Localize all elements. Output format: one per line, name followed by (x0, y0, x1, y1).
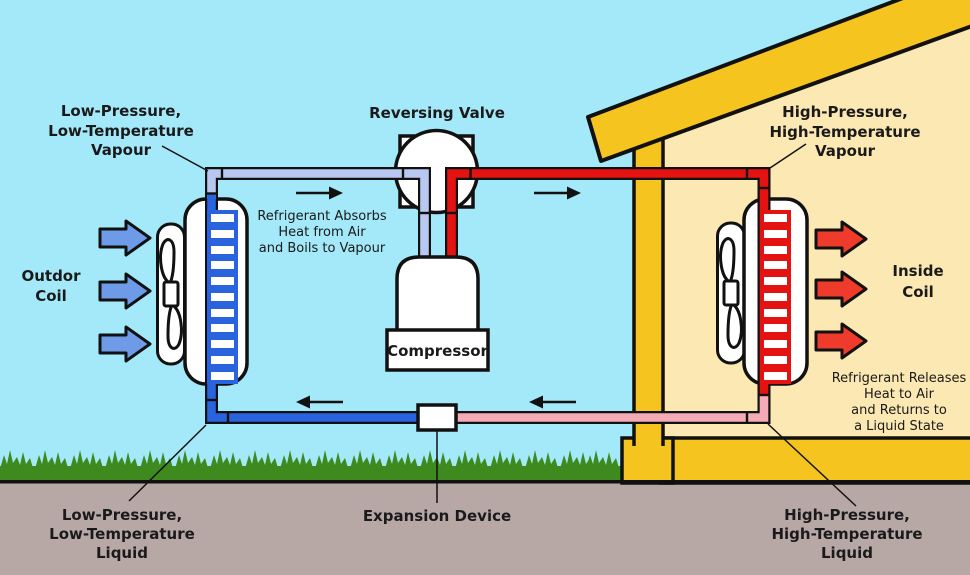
svg-text:Liquid: Liquid (96, 544, 148, 562)
indoor-coil-ladder (760, 210, 791, 384)
svg-text:Refrigerant Absorbs: Refrigerant Absorbs (257, 209, 386, 224)
compressor (385, 255, 490, 372)
indoor-fan (716, 221, 746, 365)
svg-text:Inside: Inside (892, 262, 943, 280)
compressor-dome (395, 255, 480, 334)
label-outdoor-coil: Outdor Coil (21, 267, 81, 305)
svg-text:Vapour: Vapour (91, 141, 152, 159)
grass (0, 450, 624, 483)
leader-high-pressure-liquid (767, 423, 857, 507)
svg-text:and Boils to Vapour: and Boils to Vapour (259, 241, 386, 256)
house-floor (658, 436, 970, 485)
svg-text:Coil: Coil (35, 287, 67, 305)
pipe-high-pressure-liquid (453, 394, 769, 422)
svg-text:Heat from Air: Heat from Air (278, 225, 366, 240)
compressor-label-box (385, 328, 490, 372)
leader-low-pressure-liquid (128, 424, 207, 502)
svg-text:Low-Pressure,: Low-Pressure, (61, 102, 181, 120)
leader-high-pressure-vapour (769, 143, 807, 169)
label-high-pressure-liquid: High-Pressure, High-Temperature Liquid (771, 506, 922, 562)
svg-text:Low-Temperature: Low-Temperature (49, 525, 195, 543)
label-reversing-valve: Reversing Valve (369, 104, 505, 122)
pipe-low-pressure-vapour (207, 169, 429, 262)
label-compressor: Compressor (387, 342, 488, 360)
svg-text:and Returns to: and Returns to (851, 403, 947, 418)
svg-text:Refrigerant Releases: Refrigerant Releases (832, 371, 967, 386)
svg-text:High-Pressure,: High-Pressure, (782, 103, 908, 121)
label-low-pressure-liquid: Low-Pressure, Low-Temperature Liquid (49, 506, 195, 562)
outdoor-fan (156, 222, 186, 366)
svg-text:High-Pressure,: High-Pressure, (784, 506, 910, 524)
cold-air-arrows (98, 219, 152, 363)
label-inside-coil: Inside Coil (892, 262, 943, 301)
expansion-device-box (416, 403, 458, 432)
svg-text:Vapour: Vapour (815, 142, 876, 160)
label-expansion-device: Expansion Device (363, 507, 511, 525)
svg-text:Outdor: Outdor (21, 267, 81, 285)
outdoor-coil-ladder (207, 210, 238, 384)
svg-text:High-Temperature: High-Temperature (771, 525, 922, 543)
leader-low-pressure-vapour (161, 145, 209, 172)
ground (0, 482, 970, 575)
label-refrigerant-absorbs: Refrigerant Absorbs Heat from Air and Bo… (257, 209, 386, 256)
svg-text:Liquid: Liquid (821, 544, 873, 562)
svg-text:High-Temperature: High-Temperature (769, 123, 920, 141)
svg-text:Low-Temperature: Low-Temperature (48, 122, 194, 140)
label-low-pressure-vapour: Low-Pressure, Low-Temperature Vapour (48, 102, 194, 159)
svg-text:Heat to Air: Heat to Air (864, 387, 935, 402)
label-high-pressure-vapour: High-Pressure, High-Temperature Vapour (769, 103, 920, 160)
ground-line (0, 480, 970, 484)
hot-air-arrows (814, 220, 868, 360)
svg-text:a Liquid State: a Liquid State (854, 419, 944, 434)
svg-text:Coil: Coil (902, 283, 934, 301)
label-refrigerant-releases: Refrigerant Releases Heat to Air and Ret… (832, 371, 967, 434)
house-roof (586, 0, 970, 163)
svg-text:Low-Pressure,: Low-Pressure, (62, 506, 182, 524)
